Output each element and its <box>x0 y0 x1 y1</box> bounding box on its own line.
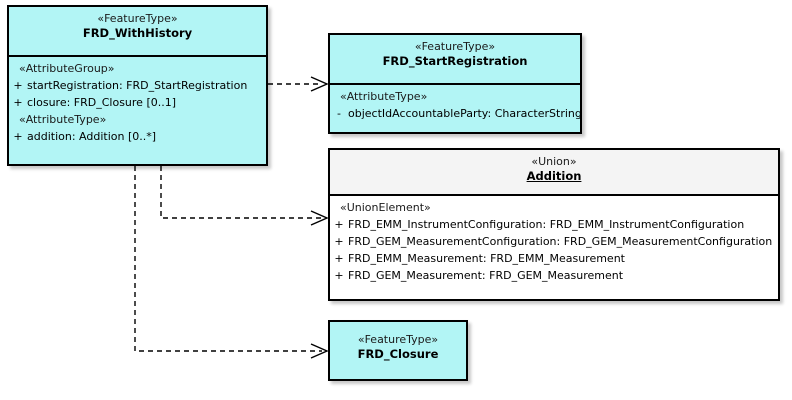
connector-to-start-registration <box>268 76 329 92</box>
attribute-text: startRegistration: FRD_StartRegistration <box>27 79 248 92</box>
stereotype-label: «FeatureType» <box>414 40 496 53</box>
visibility-marker: + <box>334 252 344 265</box>
class-name-label: FRD_Closure <box>357 347 439 361</box>
stereotype-label: «FeatureType» <box>357 333 439 346</box>
class-name-label: Addition <box>526 169 582 183</box>
visibility-marker: + <box>334 218 344 231</box>
attribute-group-label: «UnionElement» <box>340 201 431 214</box>
class-body-frd-with-history: «AttributeGroup» + startRegistration: FR… <box>9 57 266 149</box>
attribute-row[interactable]: + addition: Addition [0..*] <box>9 128 266 145</box>
visibility-marker: + <box>334 269 344 282</box>
class-frd-closure[interactable]: «FeatureType» FRD_Closure <box>328 320 468 381</box>
attribute-text: FRD_GEM_Measurement: FRD_GEM_Measurement <box>348 269 624 282</box>
attribute-text: FRD_EMM_InstrumentConfiguration: FRD_EMM… <box>348 218 745 231</box>
attribute-group-label: «AttributeType» <box>340 90 428 103</box>
attribute-row[interactable]: + closure: FRD_Closure [0..1] <box>9 94 266 111</box>
attribute-text: FRD_GEM_MeasurementConfiguration: FRD_GE… <box>348 235 773 248</box>
class-body-frd-start-registration: «AttributeType» - objectIdAccountablePar… <box>330 85 582 126</box>
class-header-frd-with-history: «FeatureType» FRD_WithHistory <box>9 7 266 57</box>
visibility-marker: + <box>13 79 23 92</box>
visibility-marker: - <box>337 107 341 120</box>
connector-to-closure <box>134 166 329 359</box>
attribute-group-label: «AttributeGroup» <box>19 62 115 75</box>
visibility-marker: + <box>334 235 344 248</box>
attribute-row[interactable]: - objectIdAccountableParty: CharacterStr… <box>330 105 582 122</box>
attribute-row[interactable]: + FRD_EMM_InstrumentConfiguration: FRD_E… <box>330 216 778 233</box>
class-name-label: FRD_StartRegistration <box>382 54 528 68</box>
attribute-text: addition: Addition [0..*] <box>27 130 157 143</box>
class-header-frd-closure: «FeatureType» FRD_Closure <box>330 322 466 379</box>
attribute-text: objectIdAccountableParty: CharacterStrin… <box>348 107 582 120</box>
attribute-row[interactable]: + startRegistration: FRD_StartRegistrati… <box>9 77 266 94</box>
stereotype-label: «Union» <box>531 155 577 168</box>
attribute-row[interactable]: + FRD_GEM_Measurement: FRD_GEM_Measureme… <box>330 267 778 284</box>
connector-to-addition <box>160 166 329 226</box>
stereotype-label: «FeatureType» <box>97 12 178 25</box>
attribute-row[interactable]: + FRD_EMM_Measurement: FRD_EMM_Measureme… <box>330 250 778 267</box>
class-name-label: FRD_WithHistory <box>82 26 193 40</box>
visibility-marker: + <box>13 96 23 109</box>
class-body-addition: «UnionElement» + FRD_EMM_InstrumentConfi… <box>330 196 778 299</box>
attribute-text: closure: FRD_Closure [0..1] <box>27 96 177 109</box>
attribute-group-label: «AttributeType» <box>19 113 107 126</box>
class-addition[interactable]: «Union» Addition «UnionElement» + FRD_EM… <box>328 148 780 301</box>
class-frd-with-history[interactable]: «FeatureType» FRD_WithHistory «Attribute… <box>7 5 268 166</box>
class-header-frd-start-registration: «FeatureType» FRD_StartRegistration <box>330 35 580 85</box>
class-frd-start-registration[interactable]: «FeatureType» FRD_StartRegistration «Att… <box>328 33 582 134</box>
visibility-marker: + <box>13 130 23 143</box>
attribute-row[interactable]: + FRD_GEM_MeasurementConfiguration: FRD_… <box>330 233 778 250</box>
class-header-addition: «Union» Addition <box>330 150 778 196</box>
attribute-text: FRD_EMM_Measurement: FRD_EMM_Measurement <box>348 252 625 265</box>
